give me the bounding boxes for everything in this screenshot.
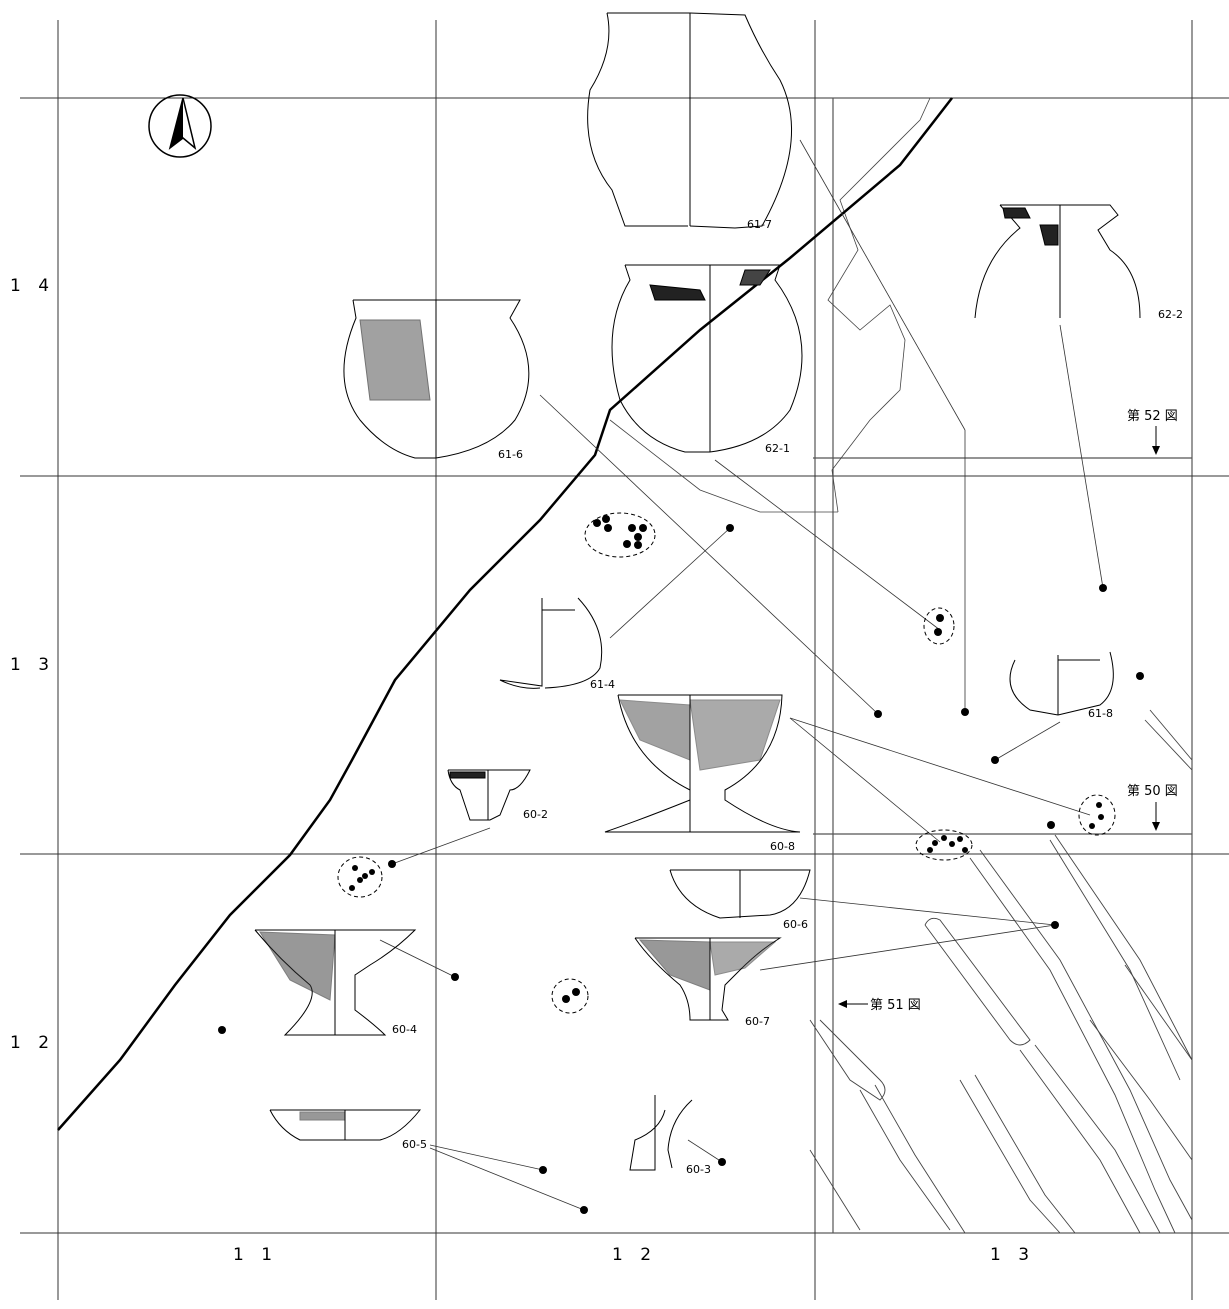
row-label-14: 1 4 bbox=[10, 276, 56, 296]
vessel-60-4 bbox=[254, 929, 417, 1036]
vessel-61-8 bbox=[1009, 651, 1114, 716]
col-label-11: 1 1 bbox=[233, 1245, 279, 1265]
label-61-6: 61-6 bbox=[498, 448, 523, 461]
row-label-12: 1 2 bbox=[10, 1033, 56, 1053]
pit-outline bbox=[827, 97, 931, 513]
label-60-7: 60-7 bbox=[745, 1015, 770, 1028]
vessel-60-8 bbox=[604, 694, 801, 833]
north-arrow-icon bbox=[148, 94, 212, 158]
vessel-60-6 bbox=[669, 869, 811, 919]
label-61-7: 61-7 bbox=[747, 218, 772, 231]
excavation-boundary bbox=[57, 97, 953, 1131]
label-60-2: 60-2 bbox=[523, 808, 548, 821]
row-label-13: 1 3 bbox=[10, 655, 56, 675]
grid bbox=[20, 20, 1229, 1300]
col-label-13: 1 3 bbox=[990, 1245, 1036, 1265]
find-points bbox=[218, 524, 1144, 1214]
vessel-61-4 bbox=[499, 597, 603, 689]
section-lines bbox=[813, 98, 1192, 1233]
label-62-2: 62-2 bbox=[1158, 308, 1183, 321]
furrows bbox=[809, 709, 1193, 1234]
label-61-4: 61-4 bbox=[590, 678, 615, 691]
vessel-60-5 bbox=[269, 1109, 422, 1141]
vessel-62-1 bbox=[611, 264, 803, 453]
label-60-6: 60-6 bbox=[783, 918, 808, 931]
label-61-8: 61-8 bbox=[1088, 707, 1113, 720]
leader-lines bbox=[379, 139, 1104, 1211]
dot-clusters bbox=[337, 512, 1116, 1014]
figure-ref-52: 第 52 図 bbox=[1127, 409, 1178, 424]
figure-ref-51: 第 51 図 bbox=[870, 998, 921, 1013]
vessel-62-2 bbox=[974, 204, 1141, 319]
col-label-12: 1 2 bbox=[612, 1245, 658, 1265]
label-60-4: 60-4 bbox=[392, 1023, 417, 1036]
vessel-60-3 bbox=[629, 1095, 693, 1171]
vessel-60-7 bbox=[634, 937, 782, 1021]
label-60-8: 60-8 bbox=[770, 840, 795, 853]
pit-outline-2 bbox=[609, 419, 838, 513]
vessel-60-2 bbox=[447, 769, 531, 821]
vessel-61-6 bbox=[343, 299, 530, 459]
vessel-61-7 bbox=[587, 12, 793, 229]
label-60-5: 60-5 bbox=[402, 1138, 427, 1151]
figure-ref-50: 第 50 図 bbox=[1127, 784, 1178, 799]
label-60-3: 60-3 bbox=[686, 1163, 711, 1176]
label-62-1: 62-1 bbox=[765, 442, 790, 455]
